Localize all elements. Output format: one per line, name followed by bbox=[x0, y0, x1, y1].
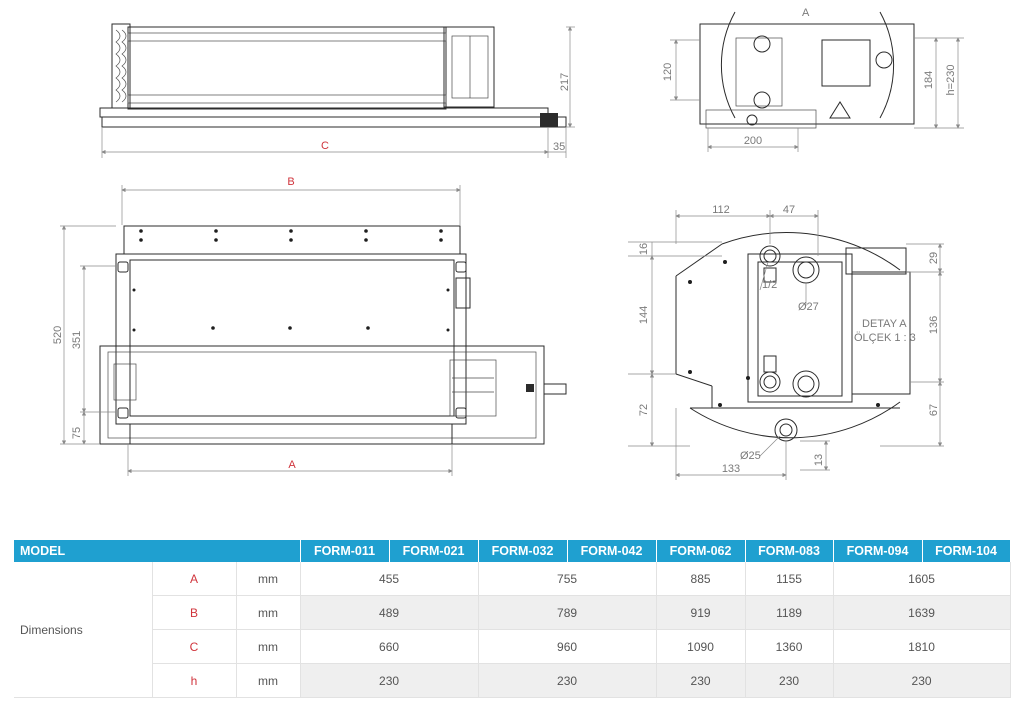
table-cell: 230 bbox=[745, 663, 834, 698]
table-cell: 1639 bbox=[833, 595, 1011, 630]
table-row: Dimensions A mm 455 755 885 1155 1605 bbox=[14, 562, 1011, 698]
row-unit: mm bbox=[236, 629, 301, 664]
dim-133: 133 bbox=[722, 463, 740, 475]
header-form-021: FORM-021 bbox=[389, 540, 479, 562]
pipe-27-label: Ø27 bbox=[798, 301, 819, 313]
dim-72: 72 bbox=[638, 404, 650, 416]
table-cell: 1605 bbox=[833, 562, 1011, 596]
dim-112: 112 bbox=[712, 204, 730, 216]
table-cell: 230 bbox=[300, 663, 479, 698]
dim-200: 200 bbox=[744, 135, 762, 147]
dim-height-217: 217 bbox=[559, 73, 571, 91]
table-cell: 755 bbox=[478, 562, 657, 596]
pipe-half-inch-label: 1/2 bbox=[762, 279, 777, 291]
dim-120: 120 bbox=[662, 63, 674, 81]
side-elevation-view: 217 C 35 bbox=[99, 23, 575, 158]
dim-75: 75 bbox=[71, 427, 83, 439]
dim-label-a: A bbox=[288, 459, 296, 471]
dim-184: 184 bbox=[923, 71, 935, 89]
table-header-row: MODEL FORM-011 FORM-021 FORM-032 FORM-04… bbox=[14, 540, 1011, 562]
dim-351: 351 bbox=[71, 331, 83, 349]
dim-label-c: C bbox=[321, 140, 329, 152]
dim-16: 16 bbox=[638, 243, 650, 255]
dim-520: 520 bbox=[52, 326, 64, 344]
table-cell: 1360 bbox=[745, 629, 834, 664]
row-group-dimensions: Dimensions bbox=[14, 562, 153, 698]
table-cell: 230 bbox=[833, 663, 1011, 698]
table-cell: 885 bbox=[656, 562, 746, 596]
pipe-25-label: Ø25 bbox=[740, 450, 761, 462]
table-cell: 230 bbox=[656, 663, 746, 698]
row-letter: B bbox=[152, 595, 237, 630]
row-unit: mm bbox=[236, 562, 301, 596]
detail-scale: ÖLÇEK 1 : 3 bbox=[854, 332, 916, 344]
technical-drawing: 217 C 35 A 120 200 184 h=230 bbox=[52, 7, 964, 480]
table-row: h mm 230 230 230 230 230 bbox=[14, 663, 1011, 698]
row-letter: C bbox=[152, 629, 237, 664]
table-cell: 230 bbox=[478, 663, 657, 698]
dim-13: 13 bbox=[813, 454, 825, 466]
table-cell: 960 bbox=[478, 629, 657, 664]
dim-label-b: B bbox=[287, 176, 294, 188]
table-cell: 1810 bbox=[833, 629, 1011, 664]
dim-h-230: h=230 bbox=[945, 65, 957, 96]
table-cell: 789 bbox=[478, 595, 657, 630]
table-cell: 1189 bbox=[745, 595, 834, 630]
row-letter: A bbox=[152, 562, 237, 596]
row-unit: mm bbox=[236, 663, 301, 698]
dim-29: 29 bbox=[928, 252, 940, 264]
dim-offset-35: 35 bbox=[553, 141, 565, 153]
end-view: A 120 200 184 h=230 bbox=[662, 7, 964, 152]
row-unit: mm bbox=[236, 595, 301, 630]
header-form-104: FORM-104 bbox=[922, 540, 1011, 562]
row-letter: h bbox=[152, 663, 237, 698]
table-cell: 660 bbox=[300, 629, 479, 664]
header-form-011: FORM-011 bbox=[300, 540, 390, 562]
table-cell: 489 bbox=[300, 595, 479, 630]
table-cell: 455 bbox=[300, 562, 479, 596]
header-model: MODEL bbox=[14, 540, 301, 562]
table-cell: 1090 bbox=[656, 629, 746, 664]
header-form-032: FORM-032 bbox=[478, 540, 568, 562]
detail-title: DETAY A bbox=[862, 318, 907, 330]
header-form-083: FORM-083 bbox=[745, 540, 834, 562]
table-row: C mm 660 960 1090 1360 1810 bbox=[14, 629, 1011, 664]
detail-a-view: 112 47 16 144 72 29 136 67 133 13 1/2 Ø2… bbox=[628, 204, 944, 480]
table-row: B mm 489 789 919 1189 1639 bbox=[14, 595, 1011, 630]
dim-144: 144 bbox=[638, 306, 650, 324]
plan-view: B bbox=[52, 176, 567, 476]
header-form-062: FORM-062 bbox=[656, 540, 746, 562]
header-form-094: FORM-094 bbox=[833, 540, 923, 562]
dim-47: 47 bbox=[783, 204, 795, 216]
dim-67: 67 bbox=[928, 404, 940, 416]
dimensions-table: MODEL FORM-011 FORM-021 FORM-032 FORM-04… bbox=[14, 540, 1011, 698]
table-cell: 1155 bbox=[745, 562, 834, 596]
header-form-042: FORM-042 bbox=[567, 540, 657, 562]
dim-136: 136 bbox=[928, 316, 940, 334]
table-cell: 919 bbox=[656, 595, 746, 630]
detail-marker-a: A bbox=[802, 7, 810, 19]
